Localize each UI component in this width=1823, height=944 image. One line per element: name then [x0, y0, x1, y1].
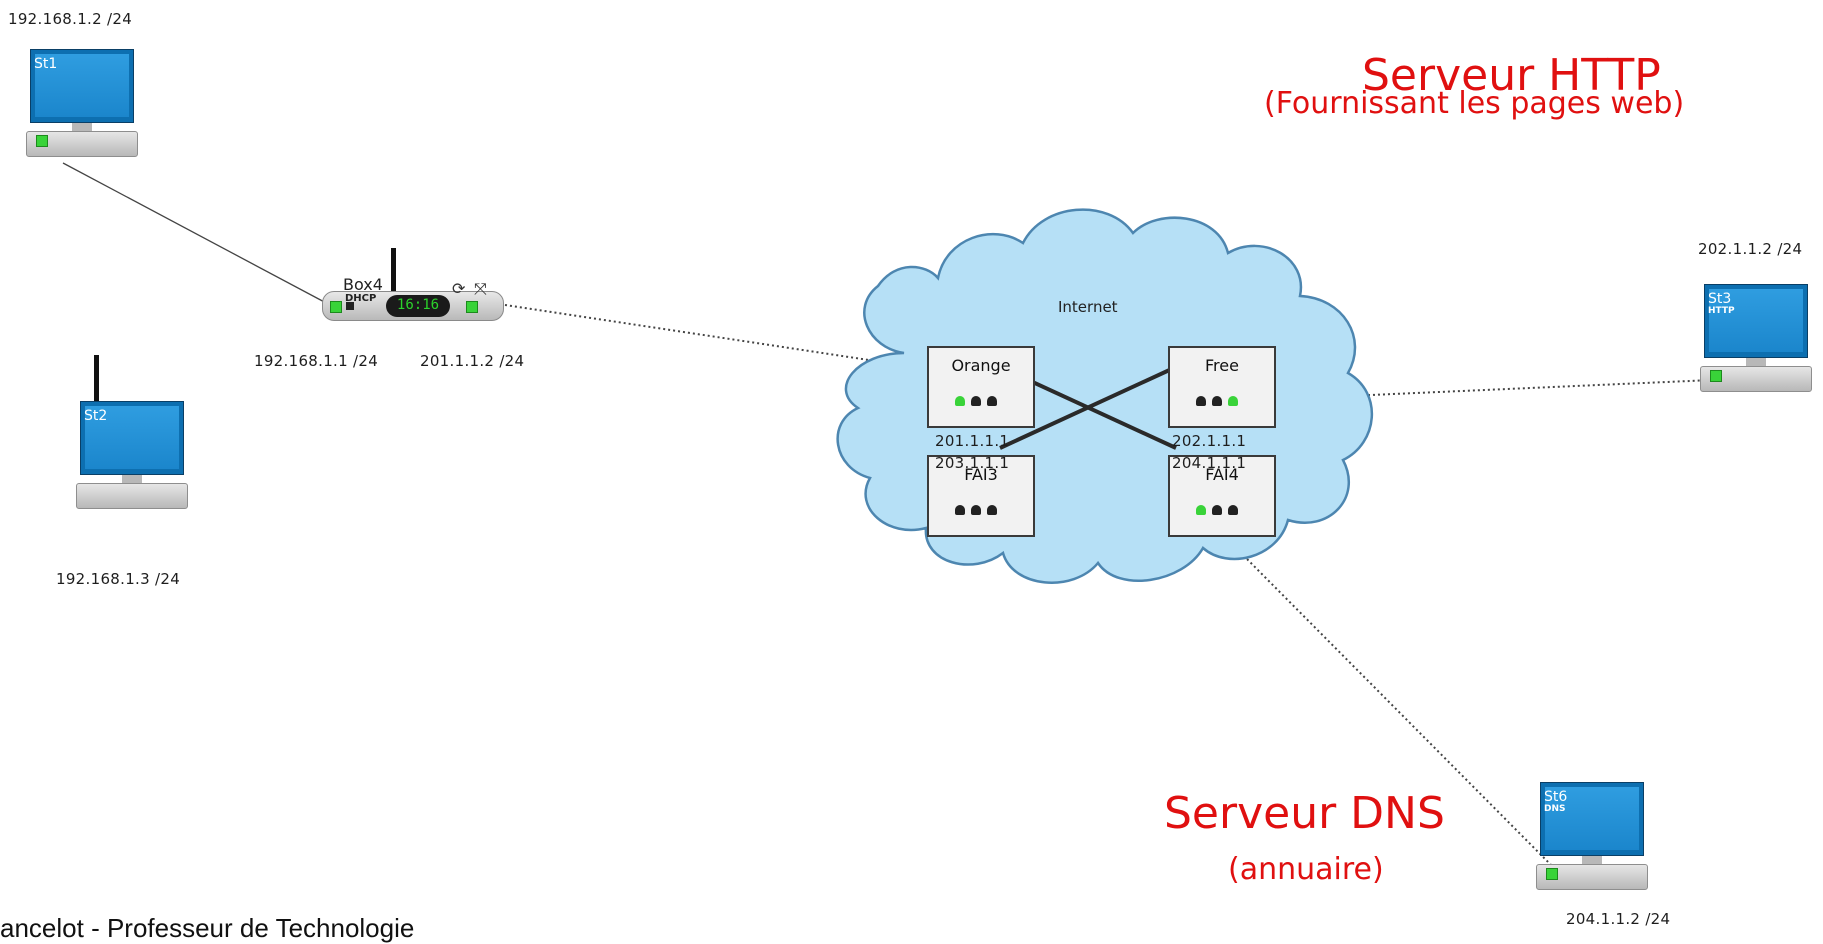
http-server-subtitle: (Fournissant les pages web)	[1264, 86, 1685, 121]
internet-label: Internet	[1058, 298, 1118, 316]
port-led	[971, 396, 981, 406]
footer-credit: ancelot - Professeur de Technologie	[0, 913, 415, 943]
box4-ip-lan: 192.168.1.1 /24	[254, 352, 379, 370]
port-led	[987, 396, 997, 406]
router-name: FAI3	[964, 465, 998, 484]
link-internet-st6	[1239, 551, 1563, 877]
station-st6[interactable]: St6 DNS	[1536, 782, 1648, 892]
router-name: Free	[1205, 356, 1239, 375]
router-fai3[interactable]: FAI3	[927, 455, 1035, 537]
dns-server-title: Serveur DNS	[1164, 788, 1445, 839]
station-name: St2	[84, 408, 108, 424]
box4-ip-wan: 201.1.1.2 /24	[420, 352, 525, 370]
port-led	[330, 301, 342, 313]
station-name: St1	[34, 56, 58, 72]
link-internet-st3	[1347, 379, 1713, 397]
router-free-ip: 202.1.1.1	[1172, 432, 1247, 450]
station-st1[interactable]: St1	[26, 49, 138, 159]
router-orange[interactable]: Orange	[927, 346, 1035, 428]
monitor-icon	[1704, 284, 1808, 358]
network-led	[1710, 370, 1722, 382]
station-service: HTTP	[1708, 306, 1735, 316]
port-led	[955, 505, 965, 515]
st1-ip: 192.168.1.2 /24	[8, 10, 133, 28]
port	[346, 302, 354, 310]
wifi-antenna-icon	[94, 355, 99, 403]
port-led	[955, 396, 965, 406]
monitor-icon	[80, 401, 184, 475]
monitor-icon	[30, 49, 134, 123]
router-free[interactable]: Free	[1168, 346, 1276, 428]
box4-router[interactable]: 16:16	[322, 283, 504, 323]
router-fai3-ip: 203.1.1.1	[935, 454, 1010, 472]
router-name: FAI4	[1205, 465, 1239, 484]
station-name: St3	[1708, 291, 1732, 307]
box4-service: DHCP	[345, 293, 377, 304]
station-st2[interactable]: St2	[76, 355, 188, 511]
router-orange-ip: 201.1.1.1	[935, 432, 1010, 450]
router-fai4-ip: 204.1.1.1	[1172, 454, 1247, 472]
http-server-title: Serveur HTTP	[1362, 50, 1661, 101]
st2-ip: 192.168.1.3 /24	[56, 570, 181, 588]
port-led	[1196, 505, 1206, 515]
station-service: DNS	[1544, 804, 1566, 814]
link-st1-box4	[62, 162, 331, 306]
port-led	[971, 505, 981, 515]
network-led	[36, 135, 48, 147]
port-led	[987, 505, 997, 515]
dns-server-subtitle: (annuaire)	[1228, 852, 1384, 887]
box4-name: Box4	[343, 275, 383, 294]
port-led	[1212, 505, 1222, 515]
router-fai4[interactable]: FAI4	[1168, 455, 1276, 537]
port-led	[1228, 505, 1238, 515]
st3-ip: 202.1.1.2 /24	[1698, 240, 1803, 258]
link-free-fai3	[999, 365, 1177, 450]
box-display-time: 16:16	[396, 297, 440, 313]
network-led	[1546, 868, 1558, 880]
port-led	[1228, 396, 1238, 406]
port-led	[1212, 396, 1222, 406]
monitor-icon	[1540, 782, 1644, 856]
box-display	[386, 295, 450, 317]
port-led	[466, 301, 478, 313]
expand-icon[interactable]: ⤧	[474, 279, 487, 298]
computer-base	[76, 483, 188, 509]
st6-ip: 204.1.1.2 /24	[1566, 910, 1671, 928]
port-led	[1196, 396, 1206, 406]
link-box4-internet	[504, 304, 883, 363]
wifi-antenna-icon	[391, 248, 396, 294]
station-name: St6	[1544, 789, 1568, 805]
router-name: Orange	[951, 356, 1011, 375]
station-st3[interactable]: St3 HTTP	[1700, 284, 1812, 394]
refresh-icon[interactable]: ⟳	[452, 279, 466, 298]
